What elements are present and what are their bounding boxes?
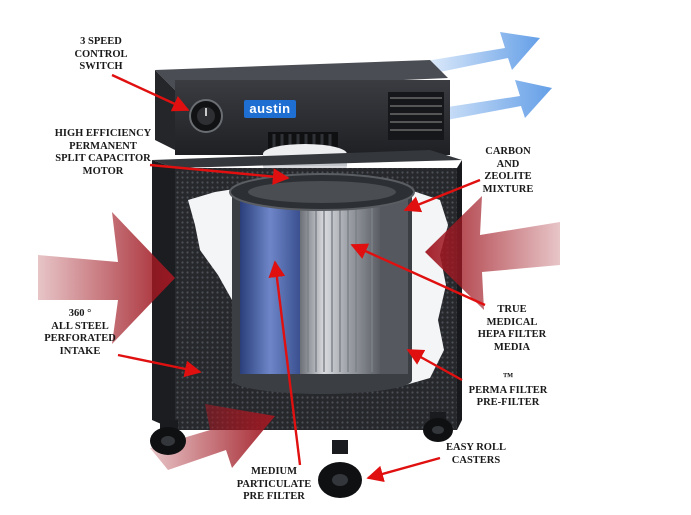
filter-canister [229, 173, 415, 394]
medium-prefilter-media [240, 196, 300, 374]
intake-arrows [38, 196, 560, 470]
callout-arrow-motor [149, 163, 290, 185]
callout-arrow-intake [117, 353, 202, 378]
callout-arrow-hepa [350, 243, 486, 307]
callout-medium: MEDIUM PARTICULATE PRE FILTER [236, 466, 312, 502]
brand-logo: austin [244, 100, 296, 118]
callout-speed-switch: 3 SPEED CONTROL SWITCH [74, 36, 128, 72]
intake-arrow-left [38, 212, 175, 344]
intake-arrow-bottom [150, 404, 275, 470]
intake-arrow-right [425, 196, 560, 310]
callout-arrow-perma [406, 348, 463, 382]
callout-arrows [111, 73, 486, 483]
callout-hepa: TRUE MEDICAL HEPA FILTER MEDIA [477, 304, 547, 353]
caster-icon [318, 440, 362, 498]
caster-icon [423, 412, 453, 442]
caster-wheels [150, 412, 453, 498]
callout-perma: ™ PERMA FILTER PRE-FILTER [468, 372, 548, 408]
callout-arrow-speed-switch [111, 73, 190, 112]
callout-arrow-medium [268, 260, 302, 466]
caster-icon [150, 420, 186, 455]
callout-casters: EASY ROLL CASTERS [445, 442, 506, 466]
callout-motor: HIGH EFFICIENCY PERMANENT SPLIT CAPACITO… [54, 128, 152, 177]
speed-knob-icon [189, 99, 223, 133]
outflow-arrow-top [420, 32, 540, 75]
exhaust-vent [388, 92, 444, 140]
callout-arrow-carbon [403, 178, 481, 213]
callout-carbon: CARBON AND ZEOLITE MIXTURE [482, 146, 534, 195]
carbon-band [380, 196, 408, 374]
brand-logo-text: austin [249, 101, 290, 116]
callout-arrow-casters [366, 456, 441, 483]
callout-intake: 360 ° ALL STEEL PERFORATED INTAKE [44, 308, 116, 357]
